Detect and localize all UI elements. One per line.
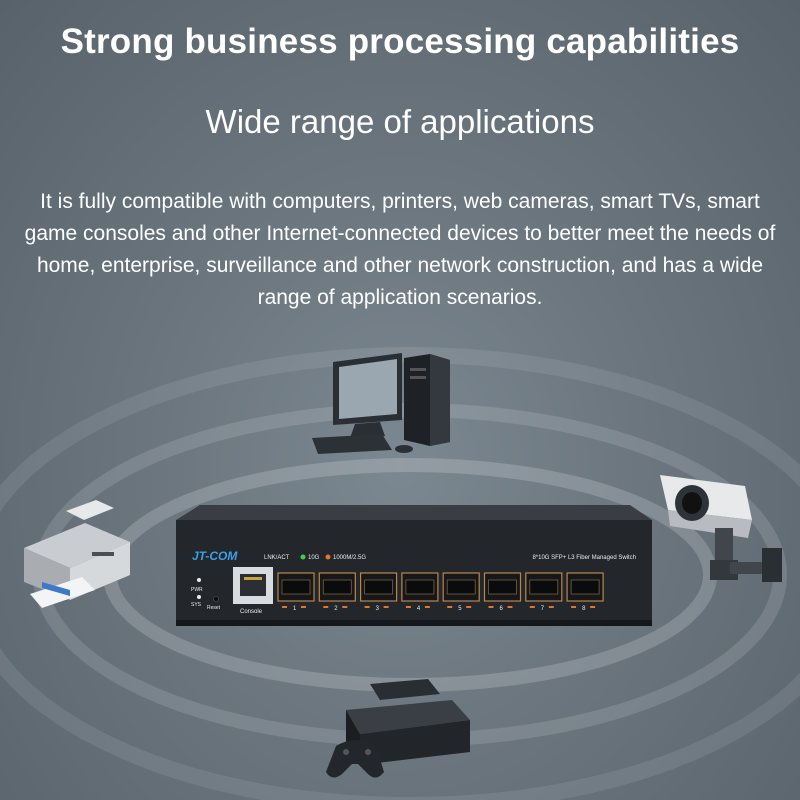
- led-legend-10g: 10G: [308, 555, 320, 561]
- sys-label: SYS: [191, 602, 202, 608]
- port-led-icon: [529, 606, 535, 608]
- port-led-icon: [364, 606, 370, 608]
- sfp-port-label: 2: [334, 606, 338, 612]
- port-led-icon: [571, 606, 577, 608]
- sfp-port-label: 3: [376, 606, 380, 612]
- description: It is fully compatible with computers, p…: [24, 190, 776, 309]
- port-led-icon: [488, 606, 494, 608]
- sfp-port-label: 4: [417, 606, 421, 612]
- brand-logo: JT-COM: [192, 549, 238, 563]
- port-led-icon: [323, 606, 329, 608]
- led-legend-1000m: 1000M/2.5G: [333, 555, 366, 561]
- port-led-icon: [282, 606, 287, 608]
- port-led-icon: [507, 606, 513, 608]
- led-legend-lnk-act: LNK/ACT: [264, 555, 290, 561]
- model-label: 8*10G SFP+ L3 Fiber Managed Switch: [532, 555, 636, 561]
- port-led-icon: [548, 606, 554, 608]
- sfp-port[interactable]: [401, 572, 439, 602]
- sfp-port-label: 8: [582, 606, 586, 612]
- sfp-port[interactable]: [525, 572, 563, 602]
- pwr-label: PWR: [191, 587, 203, 593]
- port-led-icon: [590, 606, 596, 608]
- sfp-port[interactable]: [277, 572, 315, 602]
- sfp-port[interactable]: [442, 572, 480, 602]
- port-led-icon: [447, 606, 453, 608]
- port-led-icon: [466, 606, 472, 608]
- port-led-icon: [405, 606, 411, 608]
- sys-led-icon: [197, 595, 201, 599]
- sfp-port[interactable]: [483, 572, 522, 602]
- headline: Strong business processing capabilities: [60, 22, 740, 61]
- port-led-icon: [342, 606, 348, 608]
- console-label: Console: [240, 609, 263, 615]
- subheadline: Wide range of applications: [205, 103, 595, 140]
- sfp-port[interactable]: [566, 572, 604, 602]
- sfp-port[interactable]: [318, 572, 356, 602]
- led-green-icon: [300, 554, 306, 560]
- pwr-led-icon: [197, 578, 201, 582]
- signal-ring: [0, 347, 800, 800]
- port-led-icon: [301, 606, 306, 608]
- sfp-port-label: 7: [541, 606, 545, 612]
- reset-label: Reset: [207, 605, 221, 611]
- sfp-port-group: 1 2 3 4 5 6 7 8: [277, 572, 604, 612]
- sfp-port-label: 6: [500, 606, 504, 612]
- sfp-port-label: 1: [293, 606, 297, 612]
- reset-button[interactable]: [213, 596, 219, 602]
- led-orange-icon: [325, 554, 331, 560]
- port-led-icon: [383, 606, 389, 608]
- port-led-icon: [424, 606, 430, 608]
- sfp-port[interactable]: [360, 572, 398, 602]
- sfp-port-label: 5: [458, 606, 462, 612]
